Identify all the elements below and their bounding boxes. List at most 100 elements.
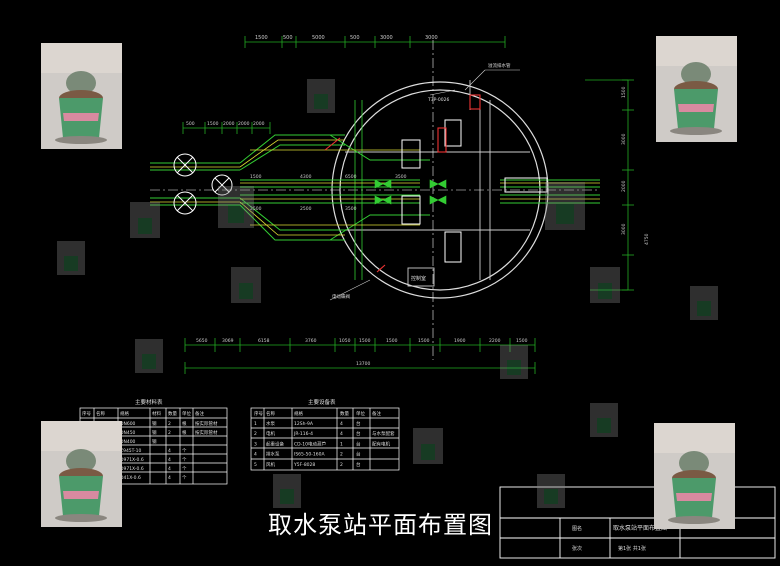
pump-units — [401, 119, 548, 263]
pipe-dim-2: 4300 — [300, 174, 312, 180]
watermark-thumb — [135, 339, 163, 373]
materials-cell: 2 — [168, 430, 171, 436]
equipment-cell: 台 — [356, 420, 361, 427]
equipment-header-cell: 单位 — [356, 410, 365, 417]
materials-cell: 钢 — [152, 429, 157, 436]
pipe-dim-7: 3500 — [345, 206, 357, 212]
equipment-table-grid — [250, 407, 400, 471]
watermark-thumb — [130, 202, 160, 238]
cactus-photo-top-left — [41, 43, 122, 149]
top-dim-1: 1500 — [255, 35, 268, 41]
drawing-title: 取水泵站平面布置图 — [268, 511, 493, 539]
watermark-thumb — [590, 403, 618, 437]
right-dim-2: 3000 — [621, 133, 627, 145]
equipment-cell: 4 — [254, 452, 257, 458]
watermark-thumb — [413, 428, 443, 464]
equipment-cell: 电机 — [266, 430, 275, 437]
materials-cell: 个 — [182, 448, 187, 454]
materials-cell: 4 — [168, 448, 171, 454]
watermark-thumb — [500, 345, 528, 379]
materials-cell: 4 — [168, 457, 171, 463]
valve-well-label: 电动蝶阀 — [332, 293, 350, 300]
bottom-dim-2: 3069 — [222, 338, 234, 344]
watermark-thumb — [307, 79, 335, 113]
top-dim-2: 500 — [283, 35, 293, 41]
right-dim-5: 4750 — [644, 233, 650, 245]
left-dim-4: 2000 — [238, 121, 250, 127]
materials-header-cell: 备注 — [195, 410, 204, 417]
equipment-cell: 5 — [254, 462, 257, 468]
equipment-header-cell: 名称 — [266, 410, 275, 417]
materials-cell: 2 — [168, 421, 171, 427]
title-block-name-label: 图名 — [572, 525, 582, 532]
materials-header-cell: 规格 — [120, 410, 129, 417]
equipment-cell: 3 — [254, 441, 257, 447]
equipment-header-cell: 备注 — [372, 410, 381, 417]
watermark-thumb — [218, 186, 254, 228]
discharge-valves — [374, 179, 447, 205]
equipment-cell: 台 — [356, 430, 361, 437]
title-block-sheet-label: 张次 — [572, 545, 582, 552]
materials-cell: D971X-0.6 — [120, 457, 144, 463]
leader-overflow-label: 溢流排水管 — [488, 62, 511, 69]
pump-tag-label: T3P-0026 — [427, 97, 449, 103]
materials-cell: D41X-0.6 — [120, 475, 141, 481]
materials-cell: 钢 — [152, 438, 157, 445]
equipment-cell: 与水泵配套 — [372, 430, 395, 437]
pipe-dim-5: 2500 — [250, 206, 262, 212]
right-dim-3: 2000 — [621, 180, 627, 192]
watermark-thumb — [590, 267, 620, 303]
materials-cell: Z945T-10 — [120, 448, 141, 454]
pipe-dim-6: 2500 — [300, 206, 312, 212]
watermark-thumb — [231, 267, 261, 303]
materials-header-cell: 材料 — [152, 410, 161, 417]
equipment-cell: 4 — [340, 431, 343, 437]
materials-cell: 4 — [168, 466, 171, 472]
materials-cell: 根 — [182, 420, 187, 427]
annotation-leaders — [329, 69, 520, 301]
left-dimension-chain — [182, 122, 271, 134]
equipment-cell: 配有电机 — [372, 440, 390, 447]
equipment-header-cell: 数量 — [340, 410, 349, 417]
bottom-dim-10: 2200 — [489, 338, 501, 344]
materials-header-cell: 单位 — [182, 410, 191, 417]
watermark-thumb — [545, 182, 585, 230]
bottom-dim-6: 1500 — [359, 338, 371, 344]
materials-cell: 个 — [182, 466, 187, 472]
equipment-cell: 2 — [254, 431, 257, 437]
bottom-dimension-chain — [184, 338, 536, 374]
materials-cell: DN600 — [120, 421, 136, 427]
materials-cell: D971X-0.6 — [120, 466, 144, 472]
equipment-header-cell: 规格 — [294, 410, 303, 417]
equipment-cell: 4 — [340, 421, 343, 427]
equipment-cell: 水泵 — [266, 420, 275, 427]
right-dim-1: 1500 — [621, 86, 627, 98]
top-dim-6: 3000 — [425, 35, 438, 41]
equipment-cell: 风机 — [266, 461, 275, 468]
inlet-valves — [173, 153, 233, 215]
bottom-dim-11: 1500 — [516, 338, 528, 344]
equipment-cell: 2 — [340, 462, 343, 468]
left-dim-5: 2000 — [253, 121, 265, 127]
bottom-dim-total: 13700 — [356, 361, 370, 367]
materials-cell: 个 — [182, 475, 187, 481]
bottom-dim-7: 1500 — [386, 338, 398, 344]
materials-cell: DN400 — [120, 439, 136, 445]
title-block-name-value: 取水泵站平面布置图 — [613, 524, 667, 532]
top-dim-5: 3000 — [380, 35, 393, 41]
bottom-dim-3: 6158 — [258, 338, 270, 344]
bottom-dim-5: 1050 — [339, 338, 351, 344]
materials-cell: 根 — [182, 429, 187, 436]
materials-cell: 按实际管材 — [195, 420, 218, 427]
pipe-dim-3: 6500 — [345, 174, 357, 180]
title-block-sheet-value: 第1张 共1张 — [618, 545, 646, 552]
left-dim-3: 2000 — [223, 121, 235, 127]
materials-cell: 个 — [182, 457, 187, 463]
bottom-dim-4: 3760 — [305, 338, 317, 344]
pipe-dim-1: 1500 — [250, 174, 262, 180]
left-dim-2: 1500 — [207, 121, 219, 127]
